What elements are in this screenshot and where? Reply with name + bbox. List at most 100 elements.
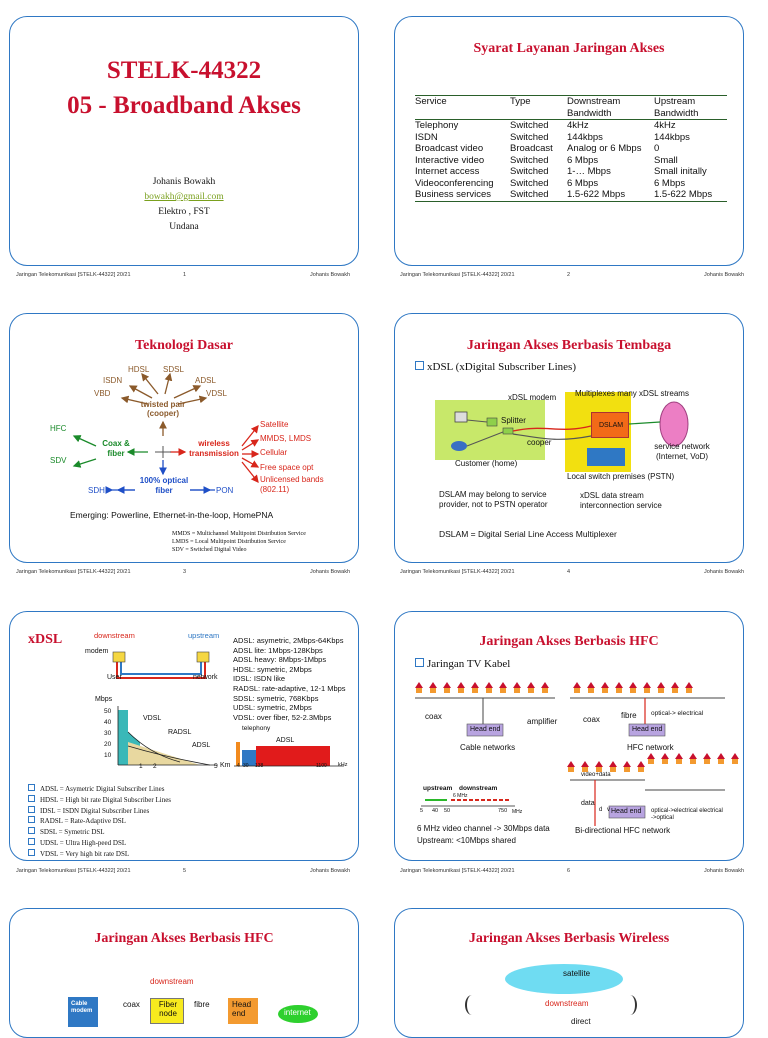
table-cell: Internet access [415,166,480,177]
footer-course: Jaringan Telekomunikasi [STELK-44322] 20… [400,569,515,575]
house-icon [581,761,589,772]
footer-author: Johanis Bowakh [704,272,745,278]
house-icon [485,682,493,693]
y-tick-label: 10 [104,752,112,759]
satellite-label: satellite [563,969,591,978]
abbr-item: SDSL = Symetric DSL [28,827,171,838]
fibre-label: fibre [194,1000,210,1009]
head-end-box [228,998,258,1024]
slide-4-title: Jaringan Akses Berbasis Tembaga [466,338,672,353]
spec-item: ADSL: asymetric, 2Mbps-64Kbps [233,636,344,645]
table-cell: Broadcast video [415,143,484,154]
service-table: Service Type Downstream Bandwidth Upstre… [415,95,727,202]
upstream-label: upstream [188,631,220,640]
head-end-label: Head end [232,1000,252,1018]
curve-radsl: RADSL [168,729,192,736]
fiber-node-label: Fiber node [158,1000,178,1018]
slide-1[interactable]: STELK-44322 05 - Broadband Akses Johanis… [9,16,359,266]
slide-7-title: Jaringan Akses Berbasis HFC [94,931,274,946]
footer-course: Jaringan Telekomunikasi [STELK-44322] 20… [16,569,131,575]
tp-label-hdsl: HDSL [128,365,150,374]
author-email-link[interactable]: bowakh@gmail.com [144,192,224,202]
house-icon [615,682,623,693]
computer-icon [454,411,468,423]
bullet-square-icon [28,816,35,824]
footer-page: 5 [183,868,187,874]
x-tick-label: 2 [153,763,157,770]
tp-label-sdsl: SDSL [163,365,184,374]
user-label: User [107,674,122,681]
department: Elektro , FST [158,207,210,217]
slide-5[interactable]: xDSL downstream upstream modem User netw… [9,611,359,861]
footer-author: Johanis Bowakh [310,569,351,575]
house-icon [601,682,609,693]
spec-item: HDSL: symetric, 2Mbps [233,664,312,674]
footer-course: Jaringan Telekomunikasi [STELK-44322] 20… [16,868,131,874]
internet-cloud [278,1005,318,1023]
slide-6[interactable]: Jaringan Akses Berbasis HFC Jaringan TV … [394,611,744,861]
dslam-box [591,412,629,438]
slide-2[interactable]: Syarat Layanan Jaringan Akses Service Ty… [394,16,744,266]
customer-label: Customer (home) [455,459,518,468]
spec-item: VDSL: over fiber, 52-2.3Mbps [233,712,332,722]
legend-interconnection: interconnection service [580,501,662,510]
house-icon [657,682,665,693]
spectrum-tick-label: 4 [237,763,240,769]
direct-label: direct [571,1017,591,1026]
dslam-definition: DSLAM = Digital Serial Line Access Multi… [439,529,617,539]
xdsl-abbr-list: ADSL = Asymetric Digital Subscriber Line… [28,784,171,860]
abbr-mmds: MMDS = Multichannel Multipoint Distribut… [172,531,306,537]
legend-xdsl-stream: xDSL data stream [580,491,644,500]
wireless-label: wireless transmission [189,439,239,458]
bullet-square-icon [28,827,35,835]
house-icon [471,682,479,693]
antenna-right [623,995,637,1015]
pstn-box [587,448,625,466]
pon-label: PON [216,486,234,495]
rate-chart-ylabel: Mbps [95,696,113,703]
slide-8-title: Jaringan Akses Berbasis Wireless [468,931,670,946]
table-cell: Small initally [654,166,707,177]
opt-elec-label: optical-> electrical [651,710,704,717]
spectrum-tick-label: 138 [255,763,264,769]
bullet-tv-kabel: Jaringan TV Kabel [415,658,510,670]
table-cell: Interactive video [415,154,485,166]
multiplexes-label: Multiplexes many xDSL streams [575,389,689,398]
video-data-label: video+data [581,772,611,778]
x-tick-label: 1 [139,763,143,770]
spectrum-adsl: ADSL [276,737,295,744]
modem-icon [486,417,498,427]
table-cell: Videoconferencing [415,177,494,189]
house-icon [637,761,645,772]
house-icon [429,682,437,693]
telephone-icon [451,441,467,451]
coax-label-1: coax [425,712,442,721]
coax-label-2: coax [583,715,600,724]
abbr-item: ADSL = Asymetric Digital Subscriber Line… [28,784,171,795]
footer-page: 1 [183,272,187,278]
slide-7[interactable]: Jaringan Akses Berbasis HFC downstream C… [9,908,359,1038]
spectrum-tick-label: 30 [243,763,249,769]
house-icon [623,761,631,772]
abbr-sdv: SDV = Switched Digital Video [172,547,247,553]
spec-item: ADSL heavy: 8Mbps-1Mbps [233,655,327,665]
spec-item: IDSL: ISDN like [233,674,286,684]
slide-8[interactable]: Jaringan Akses Berbasis Wireless satelli… [394,908,744,1038]
coax-label: coax [123,1000,140,1009]
head-end-box-1 [466,723,504,737]
head-end-label-3: Head end [611,808,642,815]
footer-course: Jaringan Telekomunikasi [STELK-44322] 20… [16,272,131,278]
house-icon [671,682,679,693]
slide-3[interactable]: Teknologi Dasar [9,313,359,563]
wireless-item-fso: Free space opt [260,463,314,472]
slide-3-title: Teknologi Dasar [135,338,233,353]
tp-label-vbd: VBD [94,389,111,398]
d-label: d [599,807,603,813]
table-cell: 4kHz [567,120,589,131]
header-cell: Service [415,96,447,107]
slide-4[interactable]: Jaringan Akses Berbasis Tembaga xDSL (xD… [394,313,744,563]
house-icon [415,682,423,693]
header-cell: Downstream Bandwidth [567,96,621,119]
